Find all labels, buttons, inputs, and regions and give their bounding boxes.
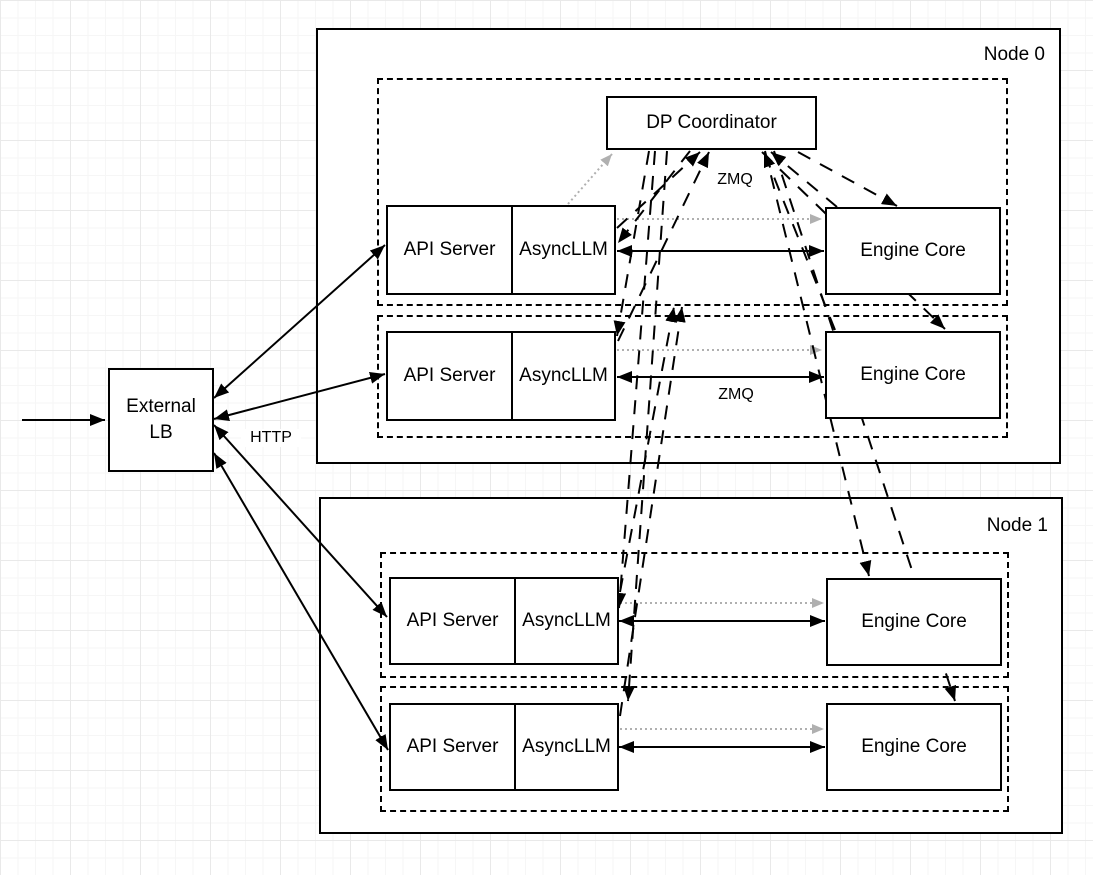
external-lb-label-line2: LB — [149, 422, 173, 443]
engine-core-label-4: Engine Core — [861, 736, 967, 757]
asyncllm-box-1: AsyncLLM — [511, 207, 614, 293]
engine-core-box-2: Engine Core — [825, 331, 1001, 419]
asyncllm-box-3: AsyncLLM — [514, 579, 617, 663]
node-1-label: Node 1 — [986, 515, 1048, 536]
node-0-label: Node 0 — [983, 44, 1045, 65]
engine-core-label-1: Engine Core — [860, 240, 966, 261]
api-asyncllm-box-2: API Server AsyncLLM — [386, 331, 616, 421]
dp-coordinator-box: DP Coordinator — [606, 96, 817, 150]
api-server-box-2: API Server — [388, 333, 511, 419]
api-server-label-2: API Server — [403, 365, 496, 386]
api-server-box-3: API Server — [391, 579, 514, 663]
api-server-label-4: API Server — [406, 736, 499, 757]
asyncllm-box-2: AsyncLLM — [511, 333, 614, 419]
edge-label-http: HTTP — [241, 429, 301, 447]
asyncllm-box-4: AsyncLLM — [514, 705, 617, 789]
api-server-box-1: API Server — [388, 207, 511, 293]
external-lb-label-line1: External — [126, 396, 196, 417]
dp-coordinator-label: DP Coordinator — [646, 112, 777, 133]
api-server-label-3: API Server — [406, 610, 499, 631]
engine-core-box-3: Engine Core — [826, 578, 1002, 666]
api-server-label-1: API Server — [403, 239, 496, 260]
engine-core-label-2: Engine Core — [860, 364, 966, 385]
asyncllm-label-1: AsyncLLM — [519, 239, 608, 260]
asyncllm-label-2: AsyncLLM — [519, 365, 608, 386]
api-server-box-4: API Server — [391, 705, 514, 789]
api-asyncllm-box-4: API Server AsyncLLM — [389, 703, 619, 791]
edge-label-zmq-engine: ZMQ — [706, 386, 766, 404]
engine-core-box-4: Engine Core — [826, 703, 1002, 791]
engine-core-box-1: Engine Core — [825, 207, 1001, 295]
asyncllm-label-4: AsyncLLM — [522, 736, 611, 757]
asyncllm-label-3: AsyncLLM — [522, 610, 611, 631]
external-lb-box: External LB — [108, 368, 214, 472]
api-asyncllm-box-3: API Server AsyncLLM — [389, 577, 619, 665]
edge-label-zmq-coordinator: ZMQ — [705, 171, 765, 189]
engine-core-label-3: Engine Core — [861, 611, 967, 632]
api-asyncllm-box-1: API Server AsyncLLM — [386, 205, 616, 295]
